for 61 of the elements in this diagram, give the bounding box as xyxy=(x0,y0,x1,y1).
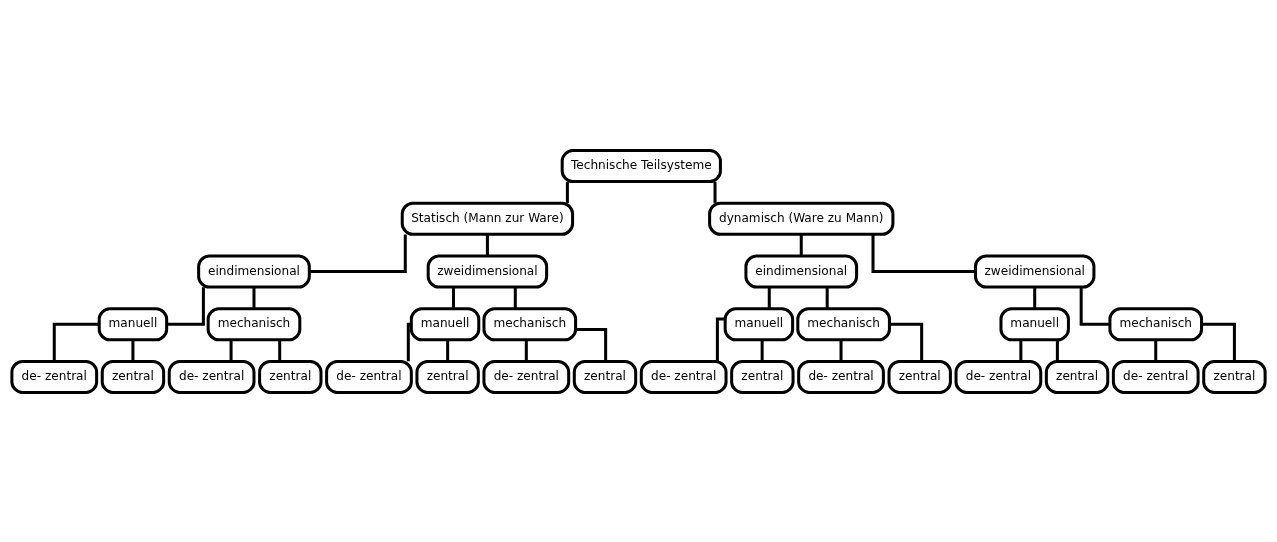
node-box: zentral xyxy=(730,359,795,394)
connector xyxy=(1019,339,1023,361)
connector xyxy=(1055,339,1059,361)
node-box: manuell xyxy=(97,306,169,341)
connector xyxy=(575,327,608,361)
node-box: de- zentral xyxy=(482,359,571,394)
node-box: mechanisch xyxy=(206,306,302,341)
connector xyxy=(52,322,100,361)
node-box: zentral xyxy=(1202,359,1267,394)
connector xyxy=(446,339,450,361)
connector xyxy=(485,234,489,256)
connector xyxy=(1033,286,1037,308)
node-box: mechanisch xyxy=(796,306,891,341)
node-box: de- zentral xyxy=(797,359,885,394)
node-box: zentral xyxy=(258,359,323,394)
node-box: de- zentral xyxy=(10,359,99,394)
connector xyxy=(166,286,205,326)
node-box: de- zentral xyxy=(167,359,256,394)
connector xyxy=(131,339,135,361)
connector xyxy=(1154,339,1158,361)
connector xyxy=(406,322,412,361)
node-box: zweidimensional xyxy=(973,253,1096,289)
node-box: Statisch (Mann zur Ware) xyxy=(400,201,575,236)
node-box: zentral xyxy=(415,359,480,394)
node-box: manuell xyxy=(723,306,795,341)
node-box: de- zentral xyxy=(1111,359,1200,394)
connector xyxy=(889,322,924,361)
node-box: de- zentral xyxy=(325,359,413,394)
node-box: manuell xyxy=(409,306,481,341)
node-box: de- zentral xyxy=(639,359,728,394)
node-box: eindimensional xyxy=(197,253,311,289)
node-box: mechanisch xyxy=(482,306,578,341)
node-box: zentral xyxy=(100,359,166,394)
node-box: zweidimensional xyxy=(426,253,549,289)
connector xyxy=(524,339,528,361)
connector xyxy=(278,339,282,361)
node-box: zentral xyxy=(572,359,638,394)
connector xyxy=(767,286,771,308)
node-box: eindimensional xyxy=(744,253,859,289)
node-box: Technische Teilsysteme xyxy=(560,148,722,183)
connector xyxy=(799,234,803,256)
node-box: zentral xyxy=(1044,359,1110,394)
connector xyxy=(871,234,976,273)
connector xyxy=(715,317,725,361)
connector xyxy=(252,286,256,308)
connector xyxy=(229,339,233,361)
connector xyxy=(451,286,455,308)
node-box: de- zentral xyxy=(954,359,1043,394)
connector xyxy=(513,286,517,308)
connector xyxy=(1079,286,1110,326)
connector xyxy=(760,339,764,361)
connector xyxy=(1201,322,1236,361)
connector xyxy=(825,286,829,308)
node-box: dynamisch (Ware zu Mann) xyxy=(708,201,895,236)
node-box: mechanisch xyxy=(1108,306,1204,341)
connector xyxy=(565,181,569,203)
connector xyxy=(839,339,843,361)
connector xyxy=(309,234,407,273)
connector xyxy=(713,181,717,203)
node-box: manuell xyxy=(999,306,1070,341)
node-box: zentral xyxy=(887,359,952,394)
